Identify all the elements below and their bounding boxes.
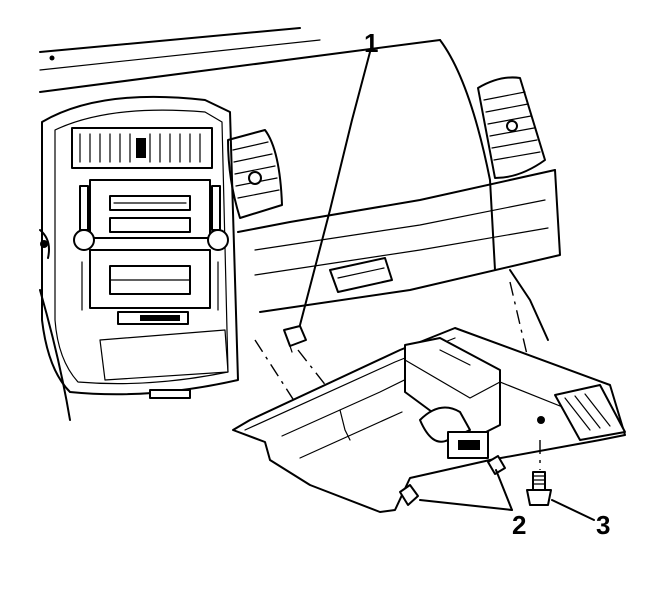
right-air-vent — [477, 76, 546, 179]
glove-box-handle — [329, 257, 393, 293]
fastener-connector — [509, 269, 549, 341]
alignment-line-2 — [254, 339, 301, 411]
retainer-nut — [283, 325, 307, 353]
leader-line-2b — [495, 469, 513, 511]
callout-3: 3 — [596, 510, 610, 540]
leader-line-2a — [419, 499, 513, 511]
callout-1: 1 — [364, 28, 378, 58]
right-dash-panel — [237, 169, 561, 313]
left-knob — [39, 229, 50, 259]
center-stack — [41, 95, 239, 399]
knee-bolster-panel — [232, 327, 626, 513]
dash-top — [39, 27, 491, 181]
center-air-vent — [227, 129, 283, 219]
leader-line-3 — [551, 499, 595, 521]
bolt — [526, 471, 552, 506]
leader-line-1 — [299, 51, 371, 326]
left-dash-edge — [39, 289, 71, 421]
callout-2: 2 — [512, 510, 526, 540]
